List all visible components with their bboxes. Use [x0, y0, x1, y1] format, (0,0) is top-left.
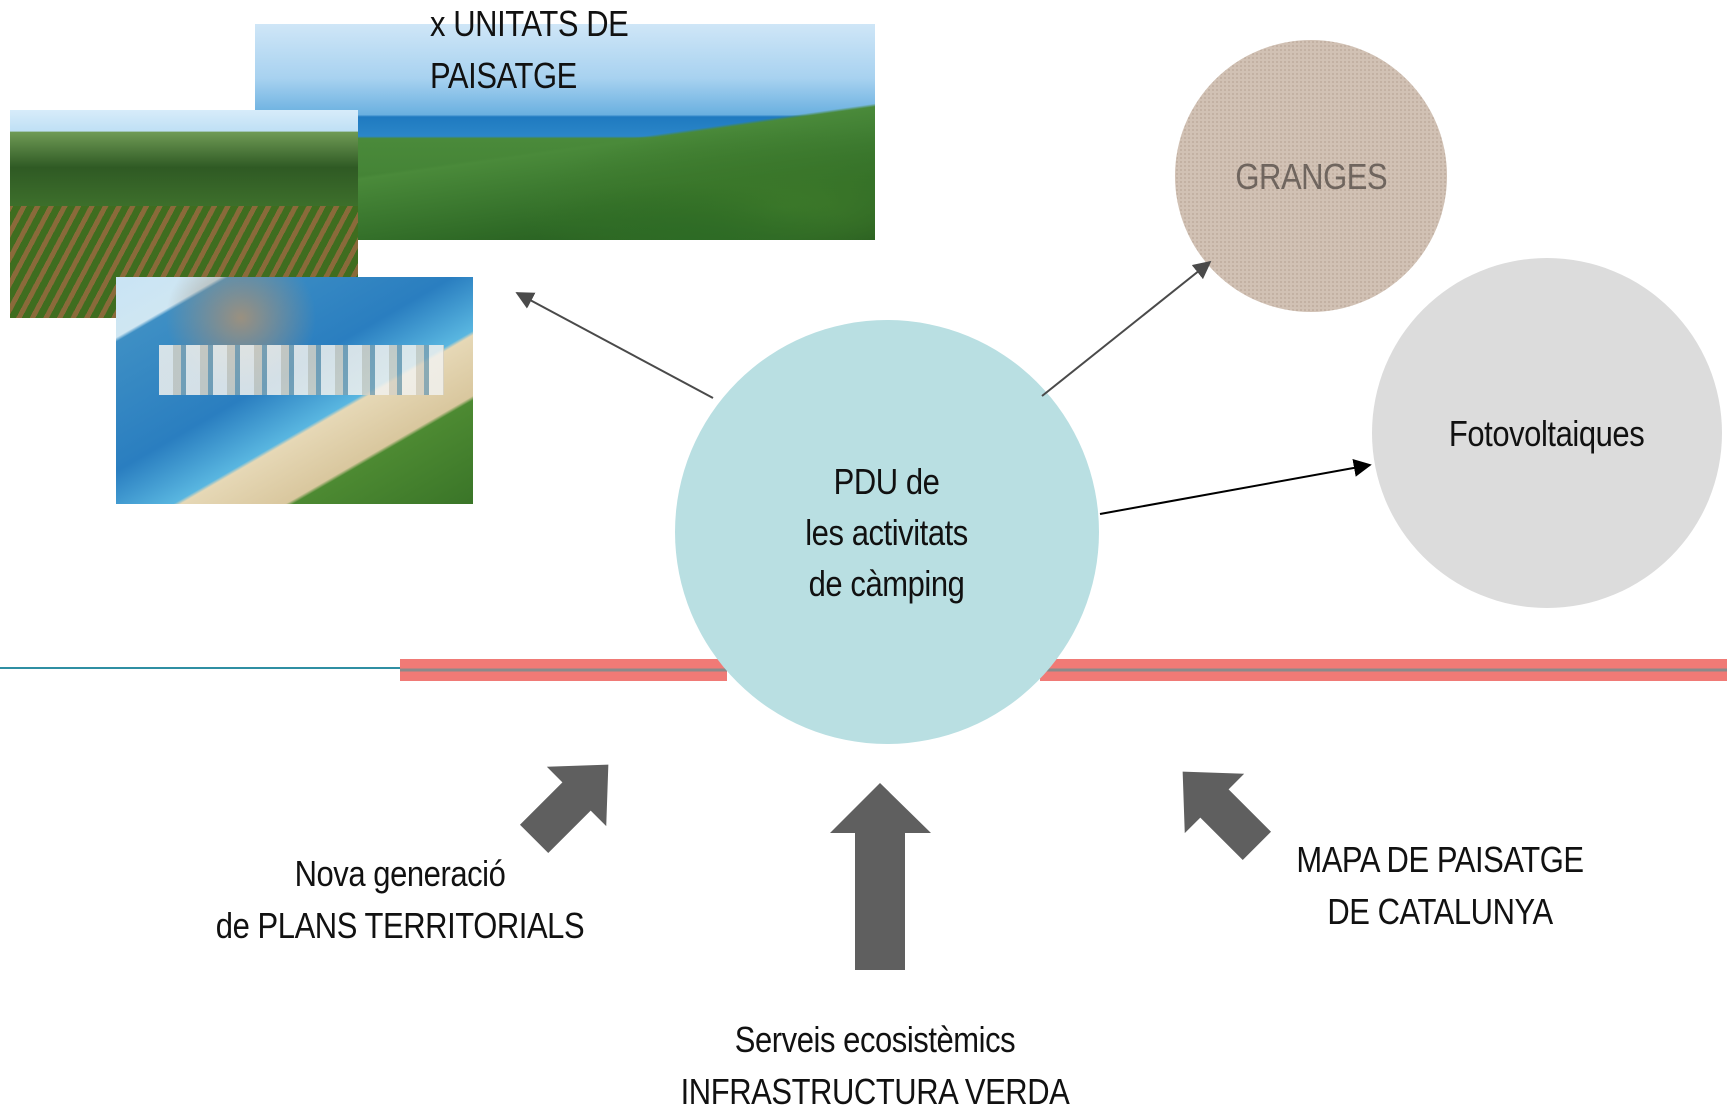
territorial-plans-line-1: Nova generació: [294, 853, 506, 894]
vineyard-hills: [10, 110, 358, 206]
block-arrow-up-right-icon: [519, 764, 609, 854]
territorial-plans-label: Nova generació de PLANS TERRITORIALS: [211, 848, 589, 952]
landscape-map-label: MAPA DE PAISATGE DE CATALUNYA: [1285, 834, 1595, 938]
ecosystem-services-line-2: INFRASTRUCTURA VERDA: [680, 1071, 1070, 1112]
pdu-line-3: de càmping: [809, 562, 965, 604]
pdu-camping-circle: PDU de les activitats de càmping: [675, 320, 1099, 744]
pdu-line-1: PDU de: [834, 460, 940, 502]
fotovoltaiques-circle: Fotovoltaiques: [1372, 258, 1722, 608]
block-arrow-up-icon: [830, 783, 931, 970]
ecosystem-services-label: Serveis ecosistèmics INFRASTRUCTURA VERD…: [673, 1014, 1077, 1118]
landscape-units-caption: x UNITATS DE PAISATGE: [430, 0, 662, 102]
landscape-map-line-1: MAPA DE PAISATGE: [1296, 839, 1584, 880]
granges-circle: GRANGES: [1175, 40, 1447, 312]
ecosystem-services-line-1: Serveis ecosistèmics: [734, 1019, 1016, 1060]
territorial-plans-line-2: de PLANS TERRITORIALS: [215, 905, 585, 946]
granges-label: GRANGES: [1235, 155, 1387, 197]
beach-photo: [116, 277, 473, 504]
panorama-photo: [255, 24, 875, 240]
arrow-to-fotovoltaiques: [1099, 459, 1372, 515]
beach-town: [158, 345, 445, 396]
pdu-line-2: les activitats: [805, 511, 969, 553]
block-arrow-up-left-icon: [1182, 771, 1272, 861]
arrow-to-granges: [1041, 260, 1212, 397]
caption-line-1: x UNITATS DE: [430, 3, 629, 44]
pdu-camping-text: PDU de les activitats de càmping: [806, 456, 969, 609]
arrow-to-photos: [515, 292, 714, 399]
landscape-map-line-2: DE CATALUNYA: [1327, 891, 1553, 932]
fotovoltaiques-label: Fotovoltaiques: [1449, 412, 1645, 454]
caption-line-2: PAISATGE: [430, 55, 577, 96]
